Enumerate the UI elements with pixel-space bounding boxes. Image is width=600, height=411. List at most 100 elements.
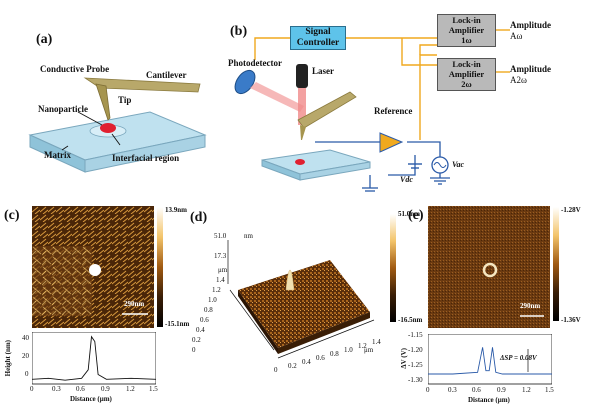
- lockin-2-line2: Amplifier: [448, 69, 485, 79]
- d-xtick: 1.4: [372, 338, 381, 346]
- cantilever: [83, 77, 201, 93]
- lockin-1-line3: 1ω: [461, 35, 472, 45]
- colorbar-c: [157, 207, 163, 327]
- e-xtick: 0.6: [472, 386, 481, 394]
- lockin-2-box: Lock-in Amplifier 2ω: [437, 58, 496, 91]
- c-xtick: 0.9: [101, 385, 110, 393]
- height-profile-line: [32, 335, 156, 381]
- amplitude-2-label: Amplitude A2ω: [510, 64, 551, 86]
- vdc-label: Vdc: [400, 175, 413, 184]
- c-xtick: 1.2: [126, 385, 135, 393]
- particle-ring: [482, 262, 498, 278]
- e-xtick: 0.3: [448, 386, 457, 394]
- label-cantilever: Cantilever: [146, 70, 187, 80]
- signal-controller-line2: Controller: [296, 38, 340, 48]
- scalebar-c-label: 290nm: [124, 300, 145, 308]
- d-ztick-51: 51.0: [214, 232, 227, 240]
- signal-controller-box: Signal Controller: [290, 26, 346, 50]
- d-xtick: 0.2: [288, 362, 297, 370]
- d-zunit: nm: [244, 232, 253, 240]
- lockin-1-line1: Lock-in: [452, 15, 481, 25]
- lockin-2-line3: 2ω: [461, 79, 472, 89]
- e-xtick: 1.5: [545, 386, 554, 394]
- amplitude-1-line2: Aω: [510, 31, 523, 41]
- panel-c-letter: (c): [4, 208, 20, 223]
- d-xtick: 0: [274, 366, 278, 374]
- c-ytick-40: 40: [22, 334, 29, 342]
- e-ytick: -1.20: [408, 346, 423, 354]
- d-ytick: 1.0: [208, 296, 217, 304]
- d-xtick: 0.6: [316, 354, 325, 362]
- c-ytick-0: 0: [25, 370, 29, 378]
- reference-label: Reference: [374, 106, 413, 116]
- e-ytick: -1.15: [408, 331, 423, 339]
- d-xticks: 0 0.2 0.4 0.6 0.8 1.0 1.2 1.4: [274, 338, 384, 378]
- surface-top: [238, 260, 370, 348]
- colorbar-e-top: -1.28V: [561, 206, 581, 214]
- panel-d-letter: (d): [190, 210, 208, 225]
- c-xtick: 0.6: [76, 385, 85, 393]
- c-xtick: 1.5: [149, 385, 158, 393]
- laser: [296, 64, 308, 88]
- colorbar-d-top: 51.0nm: [398, 210, 420, 218]
- d-ytick: 0.4: [196, 326, 205, 334]
- panel-c-profile: [32, 332, 156, 385]
- nanoparticle-peak: [285, 269, 295, 291]
- amplitude-2-line2: A2ω: [510, 75, 527, 85]
- panel-e-profile: [428, 334, 552, 385]
- colorbar-e-bottom: -1.36V: [561, 316, 581, 324]
- panel-e-ylabel: ΔV (V): [400, 348, 408, 369]
- nanoparticle: [100, 123, 116, 133]
- c-xtick: 0.3: [52, 385, 61, 393]
- amplitude-1-label: Amplitude Aω: [510, 20, 551, 42]
- colorbar-d: [390, 214, 396, 322]
- potential-profile-line: [428, 347, 552, 375]
- e-xtick: 0: [426, 386, 430, 394]
- signal-controller-line1: Signal: [305, 27, 331, 37]
- d-ztick-17: 17.3: [214, 252, 227, 260]
- panel-e-letter: (e): [408, 208, 424, 223]
- lockin-1-box: Lock-in Amplifier 1ω: [437, 14, 496, 47]
- label-matrix: Matrix: [44, 150, 71, 160]
- c-xtick: 0: [30, 385, 34, 393]
- panel-e-kpfm-image: [428, 206, 550, 328]
- panel-c-ylabel: Height (nm): [4, 340, 12, 377]
- d-yticks: 1.4 1.2 1.0 0.8 0.6 0.4 0.2 0: [192, 276, 236, 356]
- lockin-2-line1: Lock-in: [452, 59, 481, 69]
- e-ytick: -1.30: [408, 376, 423, 384]
- photodetector: [234, 69, 256, 95]
- amplitude-2-line1: Amplitude: [510, 64, 552, 74]
- label-conductive-probe: Conductive Probe: [40, 64, 110, 74]
- label-interfacial-region: Interfacial region: [112, 153, 180, 163]
- d-yunit: μm: [218, 266, 228, 274]
- d-ytick: 0.8: [204, 306, 213, 314]
- panel-a-schematic: [28, 77, 207, 173]
- panel-d-3d-surface: [227, 240, 375, 359]
- colorbar-c-bottom: -15.1nm: [165, 320, 190, 328]
- colorbar-e: [553, 207, 559, 321]
- d-ytick: 0: [192, 346, 196, 354]
- d-xtick: 0.4: [302, 358, 311, 366]
- e-ytick: -1.25: [408, 361, 423, 369]
- colorbar-c-top: 13.9nm: [165, 206, 187, 214]
- panel-a-letter: (a): [36, 32, 53, 47]
- e-xtick: 1.2: [522, 386, 531, 394]
- photodetector-label: Photodetector: [228, 58, 282, 68]
- delta-sp-annotation: ΔSP = 0.08V: [500, 354, 537, 362]
- panel-b-schematic: [234, 29, 510, 192]
- label-tip: Tip: [118, 95, 132, 105]
- d-xtick: 1.0: [344, 346, 353, 354]
- d-ytick: 0.2: [192, 336, 201, 344]
- d-xunit: μm: [364, 346, 374, 354]
- c-ytick-20: 20: [22, 352, 29, 360]
- panel-c-xlabel: Distance (μm): [70, 395, 112, 403]
- lockin-1-line2: Amplifier: [448, 25, 485, 35]
- scalebar-e-label: 290nm: [520, 302, 541, 310]
- nanoparticle-spot: [89, 264, 101, 276]
- panel-e-xlabel: Distance (μm): [468, 396, 510, 404]
- d-xtick: 0.8: [330, 350, 339, 358]
- d-xtick: 1.2: [358, 342, 367, 350]
- d-ytick: 1.4: [216, 276, 225, 284]
- vac-label: Vac: [452, 160, 464, 169]
- colorbar-d-bottom: -16.5nm: [398, 316, 423, 324]
